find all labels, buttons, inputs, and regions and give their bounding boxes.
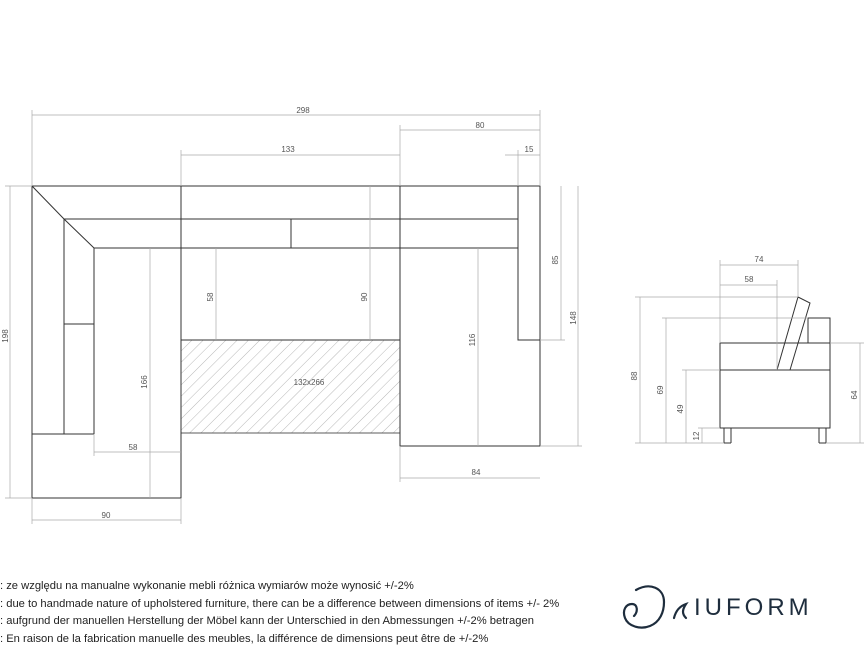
brand-name: IUFORM	[694, 594, 813, 621]
sofa-side-view	[719, 296, 831, 444]
dim-arm-width: 15	[525, 145, 534, 154]
backrest-inner-line	[64, 218, 540, 341]
note-fr: : En raison de la fabrication manuelle d…	[0, 632, 489, 645]
dim-right-bottom-width: 84	[472, 468, 481, 477]
logo-mark-icon	[622, 585, 689, 629]
side-dimension-labels: 74 58 88 69 49 12 64	[630, 255, 859, 440]
dim-seat-depth-center: 58	[206, 292, 215, 301]
dim-center-width: 133	[281, 145, 295, 154]
sofa-plan-view	[31, 185, 541, 499]
note-en: : due to handmade nature of upholstered …	[0, 597, 560, 610]
side-backrest	[776, 296, 811, 371]
dim-side-height-total: 88	[630, 371, 639, 380]
dim-side-back-height: 69	[656, 385, 665, 394]
bed-area-hatch	[180, 339, 401, 434]
dim-side-depth-total: 74	[755, 255, 764, 264]
technical-drawing: 132x266 298 80 133 15 198 85 148 1	[1, 106, 864, 524]
dim-left-bottom-width: 90	[102, 511, 111, 520]
dim-right-depth: 85	[551, 255, 560, 264]
dim-side-leg-height: 12	[692, 431, 701, 440]
dim-left-seat-length: 166	[140, 375, 149, 389]
note-de: : aufgrund der manuellen Herstellung der…	[0, 615, 534, 627]
plan-dimension-labels: 298 80 133 15 198 85 148 166 58 90 116 5…	[1, 106, 578, 520]
bed-size-label: 132x266	[294, 378, 325, 387]
plan-dimension-lines	[5, 110, 582, 524]
dim-side-seat-depth: 58	[745, 275, 754, 284]
dim-side-arm-height: 64	[850, 390, 859, 399]
dim-left-seat-depth: 58	[129, 443, 138, 452]
dim-seat-depth-90: 90	[360, 292, 369, 301]
dim-right-seat-length: 116	[468, 333, 477, 346]
dim-total-depth: 198	[1, 329, 10, 343]
dim-right-section-width: 80	[476, 121, 485, 130]
dim-total-width: 298	[296, 106, 310, 115]
dim-side-seat-height: 49	[676, 404, 685, 413]
side-dimension-lines	[635, 260, 864, 444]
side-armrest	[807, 317, 831, 344]
disclaimer-notes: : ze względu na manualne wykonanie mebli…	[0, 578, 610, 648]
note-pl: : ze względu na manualne wykonanie mebli…	[0, 580, 414, 592]
brand-logo: IUFORM	[620, 582, 867, 632]
side-body	[719, 342, 831, 429]
dim-right-chaise-depth: 148	[569, 311, 578, 325]
